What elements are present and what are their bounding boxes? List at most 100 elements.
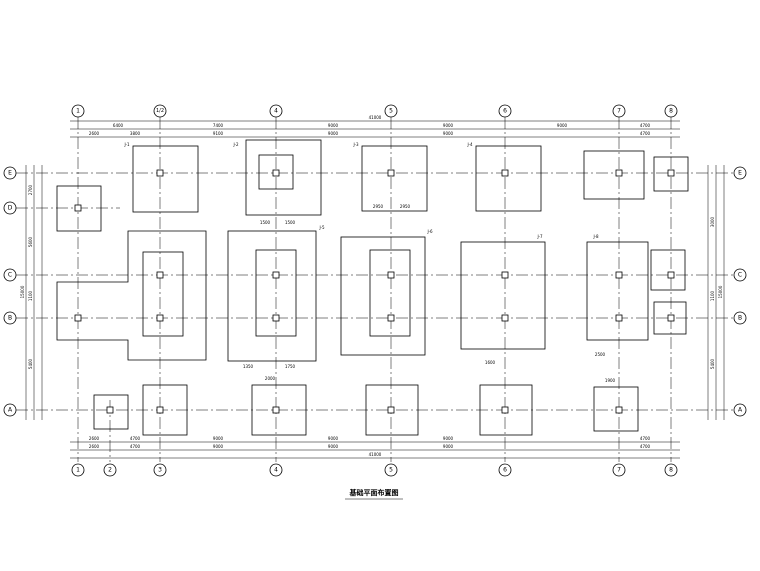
top-dim-6: 4700 <box>640 123 651 128</box>
axis-bubble-top-1: 1 <box>71 104 85 118</box>
bottom-dim-6: 4700 <box>640 436 651 441</box>
axis-bubble-top-8: 8 <box>664 104 678 118</box>
right-dimension-lines: 3000 1100 5400 15000 <box>707 165 725 420</box>
axis-bubble-bottom-3: 3 <box>153 463 167 477</box>
svg-text:7: 7 <box>617 467 621 474</box>
footing-c8 <box>650 249 686 291</box>
axis-bubble-bottom-2: 2 <box>103 463 117 477</box>
axis-bubble-right-c: C <box>733 268 747 282</box>
svg-text:D: D <box>8 205 13 212</box>
svg-text:1: 1 <box>76 108 80 115</box>
footing-c3-inner <box>142 251 184 337</box>
footing-dim-4: 1500 <box>285 220 296 225</box>
footing-e-3 <box>132 145 199 213</box>
axis-bubbles-left: E D C B A <box>3 166 17 417</box>
footing-a2 <box>93 394 129 430</box>
axis-bubble-bottom-7: 7 <box>612 463 626 477</box>
top-dim-2: 7400 <box>213 123 224 128</box>
right-dim-1: 3000 <box>710 216 715 227</box>
axis-bubble-left-e: E <box>3 166 17 180</box>
top-dim-1: 6400 <box>113 123 124 128</box>
footing-a5 <box>365 384 419 436</box>
footing-dim-6: 1750 <box>285 364 296 369</box>
footing-e-8 <box>653 156 689 192</box>
right-total-dim: 15000 <box>718 285 723 298</box>
svg-text:7: 7 <box>617 108 621 115</box>
bottom-dim2-2: 4700 <box>130 444 141 449</box>
svg-text:5: 5 <box>389 467 393 474</box>
footing-dim-7: 1600 <box>485 360 496 365</box>
axis-bubble-right-a: A <box>733 403 747 417</box>
footing-c4-inner <box>255 249 297 337</box>
footing-labels: J-1 J-2 J-3 J-4 J-5 J-6 J-7 J-8 <box>123 142 598 239</box>
svg-text:E: E <box>8 170 12 177</box>
top-dim2-6: 4700 <box>640 131 651 136</box>
svg-text:C: C <box>738 272 742 279</box>
svg-text:4: 4 <box>274 108 278 115</box>
axis-bubble-bottom-1: 1 <box>71 463 85 477</box>
footing-dim-5: 1350 <box>243 364 254 369</box>
footing-dims: 2950 2950 1500 1500 1350 1750 1600 2500 … <box>243 204 616 383</box>
svg-text:A: A <box>8 407 13 414</box>
footing-label-j5: J-5 <box>318 225 324 230</box>
footing-label-j2: J-2 <box>232 142 238 147</box>
bottom-dim-5: 9000 <box>443 436 454 441</box>
footing-dim-2: 2950 <box>400 204 411 209</box>
svg-text:3: 3 <box>158 467 162 474</box>
footing-dim-1: 2950 <box>373 204 384 209</box>
axis-bubble-top-6: 6 <box>498 104 512 118</box>
top-dim2-2: 3800 <box>130 131 141 136</box>
footing-a6 <box>479 384 533 436</box>
drawing-title: 基础平面布置图 <box>349 488 399 497</box>
axis-bubble-right-e: E <box>733 166 747 180</box>
footing-label-j6: J-6 <box>426 229 432 234</box>
bottom-dim2-6: 4700 <box>640 444 651 449</box>
svg-text:E: E <box>738 170 742 177</box>
footings-row-cb <box>56 230 687 362</box>
svg-text:1/2: 1/2 <box>156 108 164 114</box>
axis-bubble-bottom-4: 4 <box>269 463 283 477</box>
svg-text:6: 6 <box>503 108 507 115</box>
footing-combined-left <box>56 230 207 361</box>
top-dim2-1: 2600 <box>89 131 100 136</box>
axis-bubble-top-5: 5 <box>384 104 398 118</box>
svg-text:1: 1 <box>76 467 80 474</box>
axis-bubble-left-c: C <box>3 268 17 282</box>
footing-e-5 <box>361 145 428 212</box>
footing-label-j4: J-4 <box>466 142 472 147</box>
footing-c5 <box>340 236 426 356</box>
column-posts <box>74 169 675 414</box>
footing-label-j8: J-8 <box>592 234 598 239</box>
svg-text:5: 5 <box>389 108 393 115</box>
footing-e-4 <box>245 139 322 216</box>
footing-c5-inner <box>369 249 411 337</box>
footing-d-1 <box>56 185 102 232</box>
footing-label-j7: J-7 <box>536 234 542 239</box>
bottom-dim2-5: 9000 <box>443 444 454 449</box>
footings-row-e <box>56 139 689 232</box>
svg-text:B: B <box>8 315 12 322</box>
top-dimension-lines: 41000 6400 7400 9000 9000 9000 4700 2600… <box>70 115 680 138</box>
footing-e-4-inner <box>258 154 294 190</box>
footing-c4 <box>227 230 317 362</box>
top-dim-3: 9000 <box>328 123 339 128</box>
svg-text:8: 8 <box>669 108 673 115</box>
axis-bubbles-bottom: 1 2 3 4 5 6 7 8 <box>71 463 678 477</box>
footing-c6 <box>460 241 546 350</box>
axis-bubble-left-a: A <box>3 403 17 417</box>
footing-c7 <box>586 241 649 341</box>
left-dim-2: 5600 <box>28 236 33 247</box>
top-dim2-3: 9100 <box>213 131 224 136</box>
footing-label-j3: J-3 <box>352 142 358 147</box>
bottom-total-dim: 41000 <box>369 452 382 457</box>
top-dim-5: 9000 <box>557 123 568 128</box>
axis-bubble-top-7: 7 <box>612 104 626 118</box>
left-dimension-lines: 2700 5600 1100 5400 15000 <box>20 165 43 420</box>
svg-text:C: C <box>8 272 12 279</box>
footing-b8 <box>653 301 687 335</box>
footing-dim-10: 1900 <box>605 378 616 383</box>
axis-bubble-right-b: B <box>733 311 747 325</box>
right-dim-2: 1100 <box>710 290 715 301</box>
left-dim-3: 1100 <box>28 290 33 301</box>
